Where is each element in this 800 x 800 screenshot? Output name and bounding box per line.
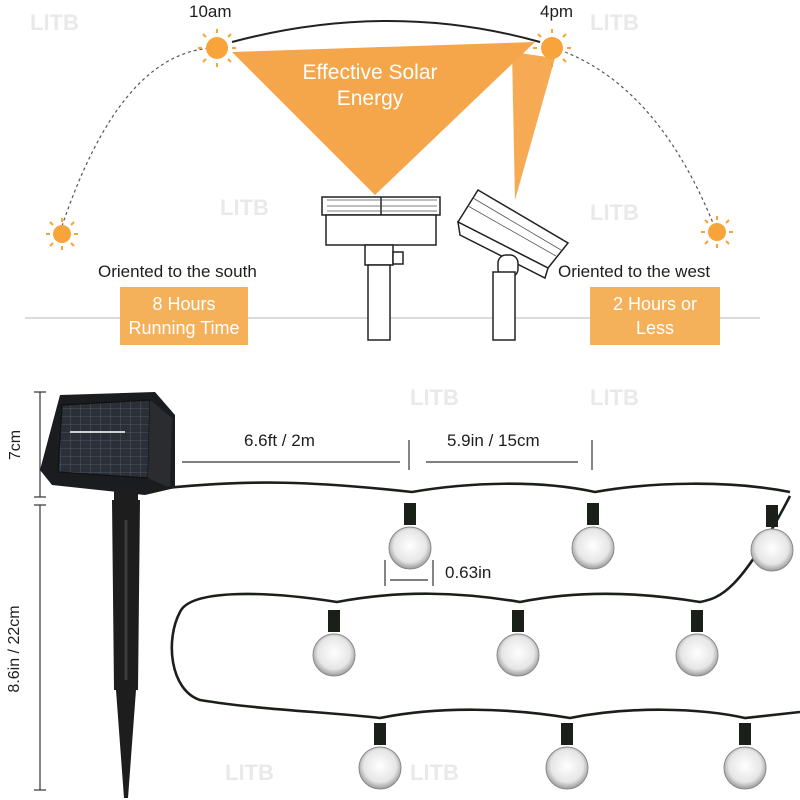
panel-south-icon	[321, 196, 441, 341]
watermark: LITB	[225, 760, 274, 785]
runtime-badge-west-line1: 2 Hours or	[612, 294, 698, 314]
runtime-badge-south-line1: 8 Hours	[152, 294, 216, 314]
bulb-icon-4	[312, 610, 356, 677]
stake-height-label: 8.6in / 22cm	[6, 605, 23, 693]
dimension-lines	[34, 391, 593, 791]
energy-label-line1: Effective Solar	[302, 61, 438, 84]
sun-icon-morning	[198, 29, 236, 67]
runtime-badge-south-line2: Running Time	[128, 318, 240, 338]
bulb-icon-1	[388, 503, 432, 570]
watermark: LITB	[410, 760, 459, 785]
runtime-badge-west: 2 Hours or Less	[590, 287, 720, 345]
bulb-diameter-label: 0.63in	[445, 563, 492, 582]
bulb-icon-6	[675, 610, 719, 677]
string-wire	[147, 481, 800, 720]
bulb-icon-3	[750, 505, 794, 572]
sun-path-arc-top	[231, 20, 541, 43]
solar-panel-icon	[40, 392, 175, 495]
energy-label: Effective Solar Energy	[270, 60, 470, 112]
bulb-icon-7	[358, 723, 402, 790]
bulb-spacing-label: 5.9in / 15cm	[447, 431, 540, 450]
watermark: LITB	[30, 10, 79, 35]
panel-west-icon	[456, 188, 570, 341]
watermark: LITB	[590, 10, 639, 35]
runtime-badge-west-line2: Less	[635, 318, 675, 338]
bulb-icon-9	[723, 723, 767, 790]
energy-label-line2: Energy	[336, 87, 404, 110]
orientation-west-label: Oriented to the west	[558, 262, 711, 281]
sun-path-arc-right	[564, 51, 716, 229]
stake-icon	[112, 490, 140, 798]
lead-length-label: 6.6ft / 2m	[244, 431, 315, 450]
time-label-afternoon: 4pm	[540, 2, 574, 21]
watermark: LITB	[590, 385, 639, 410]
sun-icon-sunrise	[46, 218, 78, 250]
energy-fan	[232, 42, 535, 195]
orientation-south-label: Oriented to the south	[98, 262, 257, 281]
time-label-morning: 10am	[189, 2, 232, 21]
runtime-badge-south: 8 Hours Running Time	[120, 287, 248, 345]
watermark: LITB	[220, 195, 269, 220]
bulb-icon-5	[496, 610, 540, 677]
watermark: LITB	[590, 200, 639, 225]
watermark: LITB	[410, 385, 459, 410]
panel-height-label: 7cm	[7, 429, 24, 461]
sun-path-arc	[59, 47, 216, 233]
bulb-icon-2	[571, 503, 615, 570]
west-beam	[512, 52, 555, 200]
sun-icon-afternoon	[533, 29, 571, 67]
bulb-icon-8	[545, 723, 589, 790]
sun-icon-sunset	[701, 216, 733, 248]
